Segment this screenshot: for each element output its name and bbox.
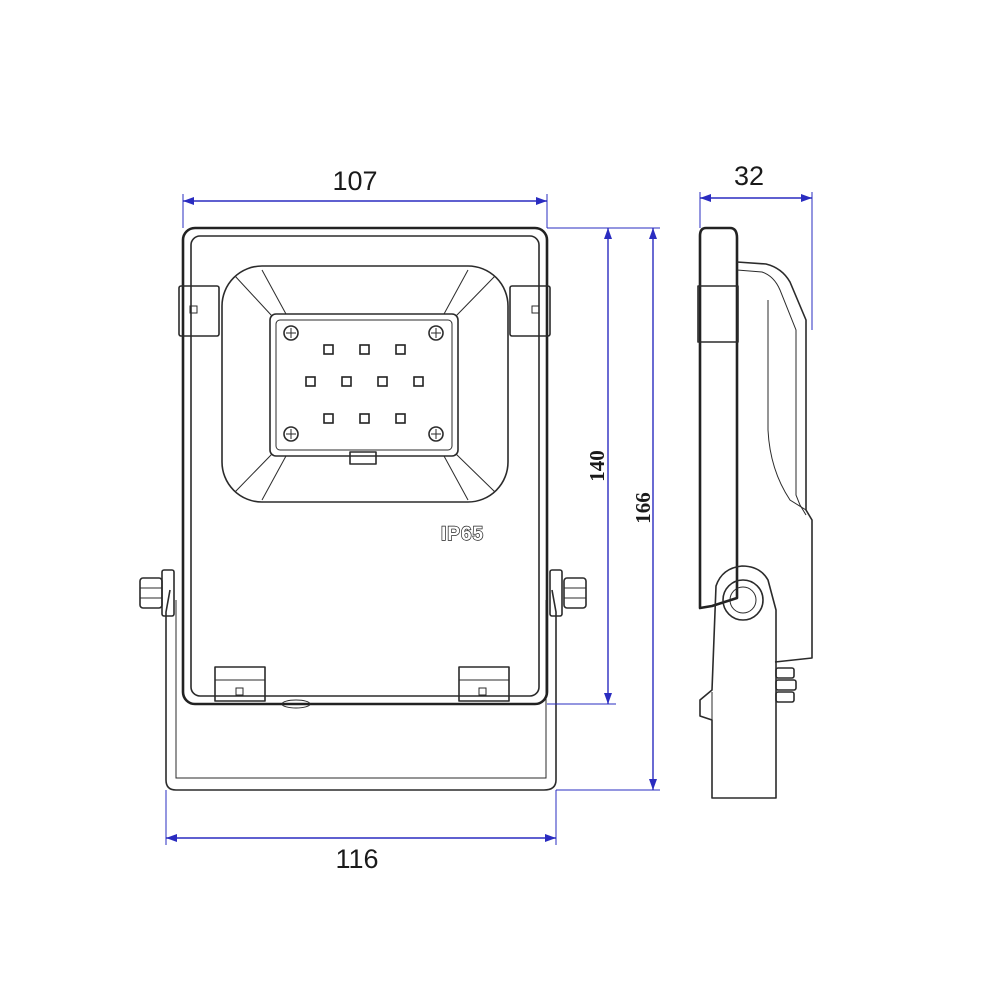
top-right-clip [509, 285, 551, 337]
front-view: IP65 [139, 226, 587, 791]
side-bracket-arm [699, 565, 777, 799]
dim-label-166: 166 [631, 492, 655, 524]
side-lens-dome [736, 261, 813, 663]
bottom-right-clip [458, 666, 510, 702]
bottom-left-clip [214, 666, 266, 702]
lens-frame [221, 265, 509, 503]
dim-label-116: 116 [335, 844, 378, 874]
front-housing [181, 226, 549, 706]
dimension-lines [165, 192, 813, 845]
front-mounting-bracket [165, 589, 557, 791]
cable-gland [775, 667, 797, 703]
lens-screws [283, 325, 444, 442]
side-bracket-bolt [722, 579, 764, 621]
right-bolt [549, 569, 587, 617]
side-back-plate [698, 226, 739, 610]
side-view [697, 226, 813, 799]
dim-label-32: 32 [734, 161, 764, 191]
dim-label-140: 140 [585, 450, 609, 482]
ip-rating-label: IP65 [441, 524, 484, 545]
dim-label-107: 107 [332, 166, 377, 196]
left-bolt [139, 569, 175, 617]
top-left-clip [178, 285, 220, 337]
led-array [305, 344, 424, 424]
